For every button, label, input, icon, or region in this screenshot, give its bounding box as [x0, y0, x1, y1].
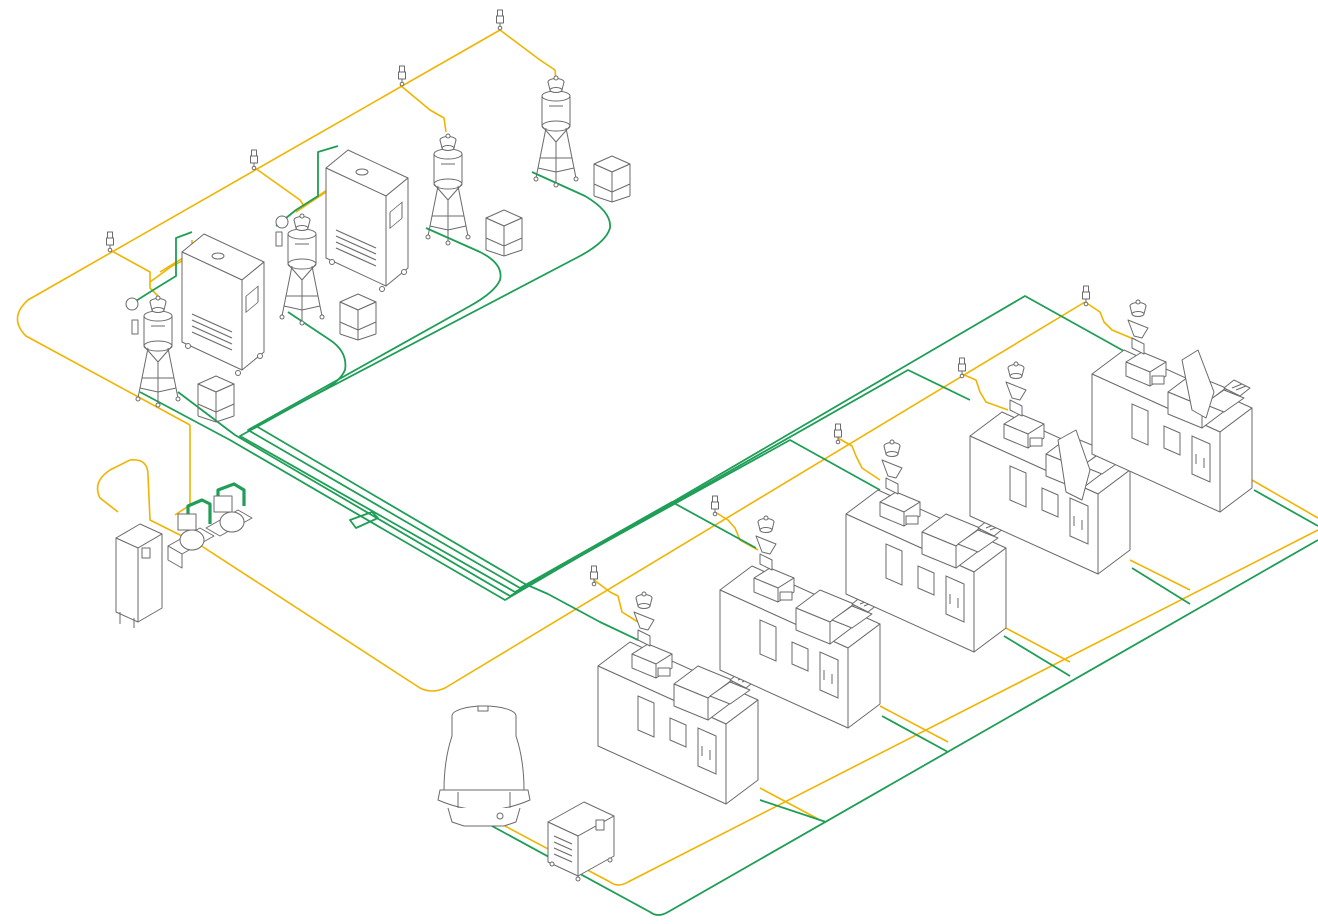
cooling-tower [438, 706, 530, 826]
control-cabinet [116, 524, 162, 628]
water-chiller [548, 802, 614, 881]
injection-molding-machines [598, 300, 1252, 804]
